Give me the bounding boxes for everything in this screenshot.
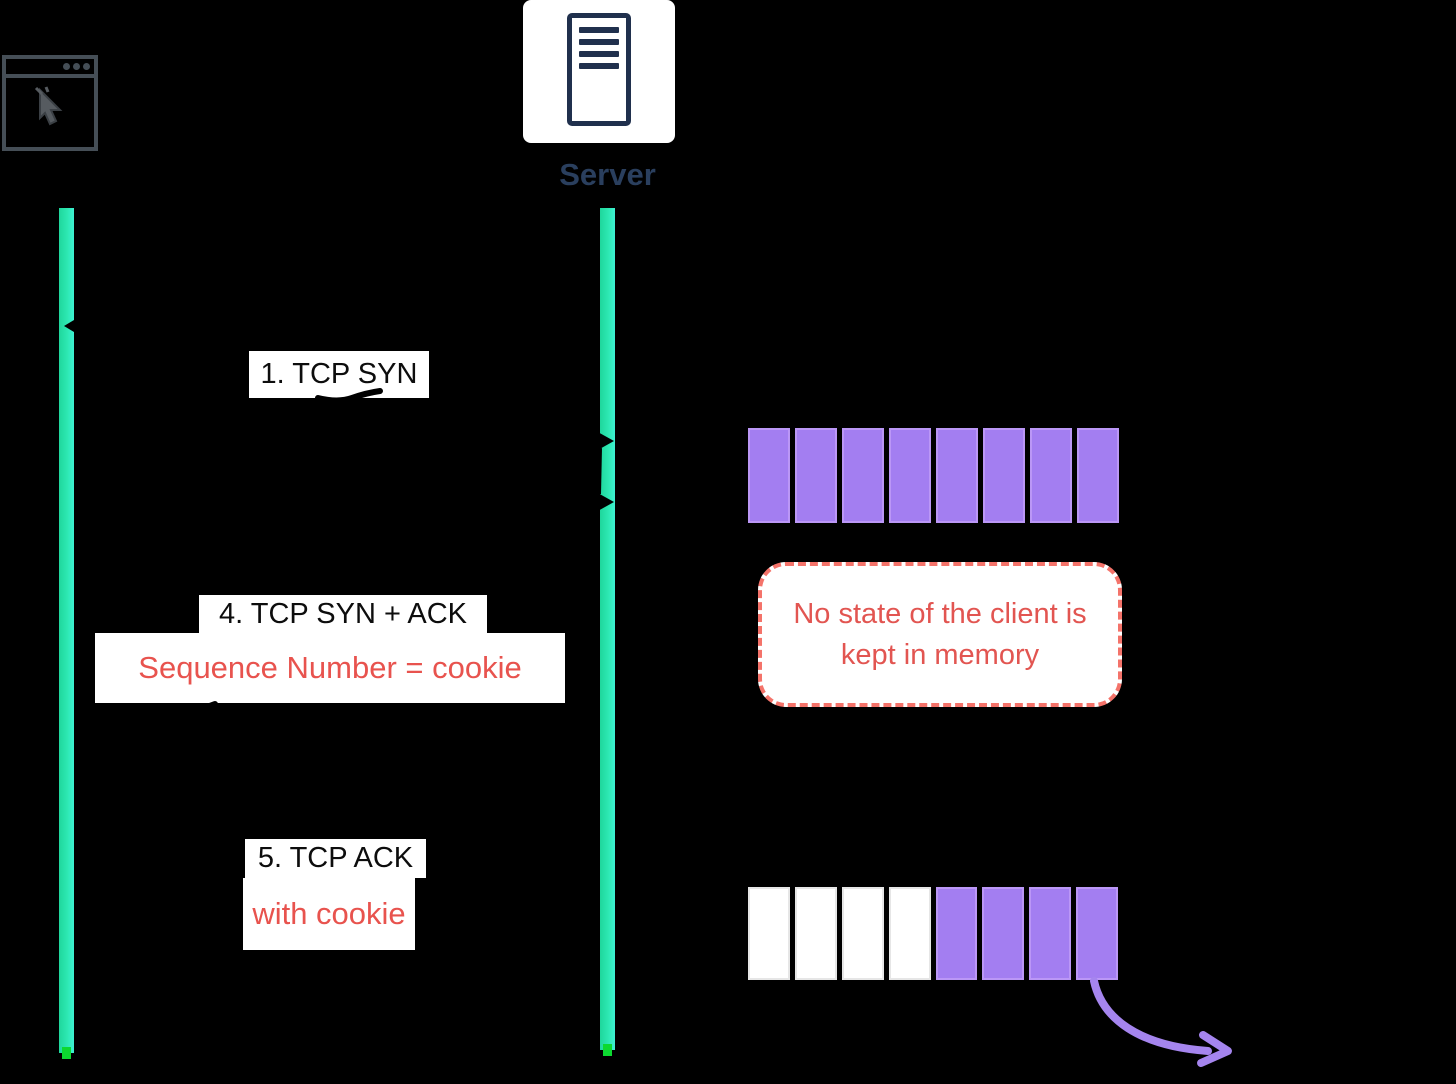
server-lifeline xyxy=(600,208,615,1056)
browser-titlebar xyxy=(6,59,94,78)
server-bar-icon xyxy=(579,27,619,33)
browser-dot-icon xyxy=(63,63,70,70)
syn-queue-full xyxy=(748,428,1119,523)
queue-cell-filled xyxy=(889,428,931,523)
message-label-tcp-syn-ack: 4. TCP SYN + ACK xyxy=(199,595,487,633)
queue-cell-filled xyxy=(748,428,790,523)
server-bar-icon xyxy=(579,39,619,45)
syn-queue-freed xyxy=(748,887,1118,980)
message-label-tcp-syn: 1. TCP SYN xyxy=(249,351,429,398)
queue-cell-filled xyxy=(983,428,1025,523)
server-card xyxy=(523,0,675,143)
message-note-with-cookie: with cookie xyxy=(243,878,415,950)
queue-cell-filled xyxy=(842,428,884,523)
note-line-1: No state of the client is xyxy=(793,598,1087,631)
client-browser-icon xyxy=(2,55,98,151)
queue-cell-empty xyxy=(888,887,931,980)
queue-cell-filled xyxy=(935,887,978,980)
queue-cell-filled xyxy=(1077,428,1119,523)
server-bar-icon xyxy=(579,63,619,69)
synack-arrow-line xyxy=(173,701,218,713)
queue-cell-filled xyxy=(1029,887,1072,980)
browser-viewport xyxy=(6,78,94,139)
lifeline-endcap xyxy=(62,1047,71,1059)
dropped-entry-arrowhead-icon xyxy=(1197,1031,1232,1067)
server-bar-icon xyxy=(579,51,619,57)
client-lifeline xyxy=(59,208,74,1059)
server-label: Server xyxy=(559,157,656,192)
queue-cell-filled xyxy=(1076,887,1118,980)
browser-dot-icon xyxy=(73,63,80,70)
no-state-note: No state of the client is kept in memory xyxy=(758,562,1122,707)
message-label-tcp-ack: 5. TCP ACK xyxy=(245,839,426,878)
queue-cell-filled xyxy=(795,428,837,523)
cursor-icon xyxy=(34,86,63,126)
queue-cell-empty xyxy=(748,887,790,980)
queue-cell-filled xyxy=(982,887,1025,980)
queue-cell-filled xyxy=(1030,428,1072,523)
queue-cell-empty xyxy=(794,887,837,980)
note-line-2: kept in memory xyxy=(840,638,1040,671)
message-note-sequence-cookie: Sequence Number = cookie xyxy=(95,633,565,703)
dropped-entry-arrow xyxy=(1090,977,1212,1055)
self-loop-line xyxy=(595,447,602,495)
server-tower-icon xyxy=(567,13,631,126)
queue-cell-empty xyxy=(841,887,884,980)
lifeline-endcap xyxy=(603,1044,612,1056)
queue-cell-filled xyxy=(936,428,978,523)
browser-dot-icon xyxy=(83,63,90,70)
